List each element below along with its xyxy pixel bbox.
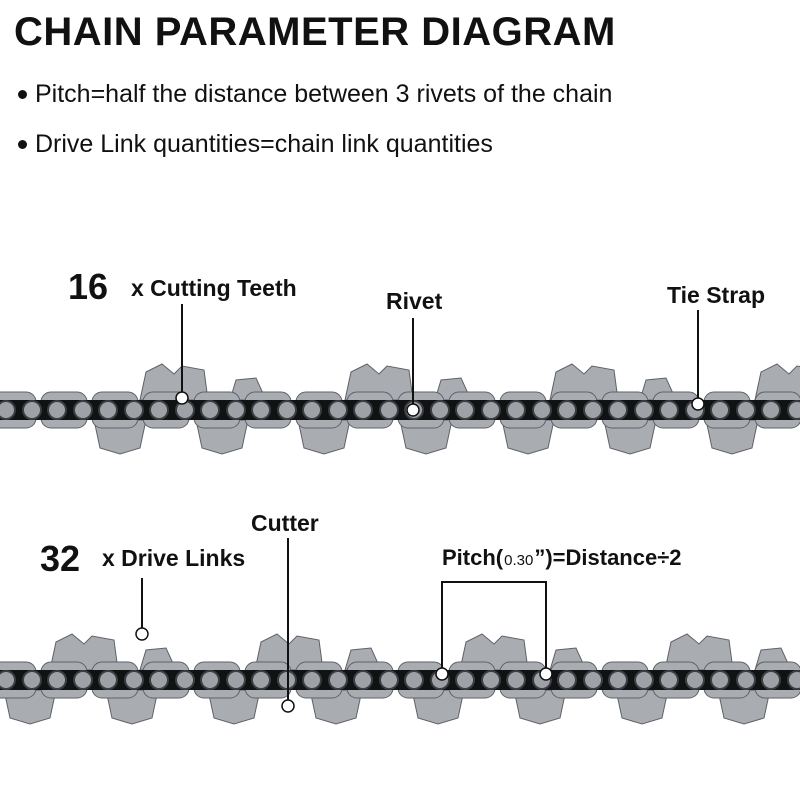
- rivet-head: [608, 670, 628, 690]
- bullet-text: Pitch=half the distance between 3 rivets…: [35, 80, 613, 108]
- cutting-teeth-label: x Cutting Teeth: [131, 275, 297, 301]
- cutter-tooth: [754, 363, 800, 401]
- chain-band: [0, 400, 800, 420]
- rivet-head: [634, 400, 654, 420]
- rivet-head: [430, 670, 450, 690]
- drive-links-count: 32: [40, 538, 81, 579]
- rivet-label: Rivet: [386, 288, 443, 314]
- rivet-head: [761, 400, 781, 420]
- rivet-head: [47, 400, 67, 420]
- rivet-head: [226, 400, 246, 420]
- rivet-head: [761, 670, 781, 690]
- cutting-teeth-count: 16: [68, 266, 109, 307]
- rivet-head: [583, 400, 603, 420]
- rivet-head: [22, 670, 42, 690]
- bullet-dot-icon: [18, 90, 27, 99]
- rivet-head: [583, 670, 603, 690]
- rivet-head: [175, 400, 195, 420]
- rivet-head: [481, 400, 501, 420]
- rivet-head: [353, 670, 373, 690]
- pitch-prefix: Pitch(: [442, 545, 504, 570]
- rivet-head: [506, 400, 526, 420]
- rivet-head: [557, 670, 577, 690]
- rivet-head: [787, 400, 800, 420]
- bullet-drive-link-definition: Drive Link quantities=chain link quantit…: [18, 130, 493, 159]
- bullet-pitch-definition: Pitch=half the distance between 3 rivets…: [18, 80, 612, 109]
- rivet-head: [22, 400, 42, 420]
- rivet-head: [328, 670, 348, 690]
- chain-image-top: [0, 363, 800, 455]
- rivet-head: [379, 670, 399, 690]
- rivet-head: [149, 400, 169, 420]
- rivet-head: [0, 400, 16, 420]
- rivet-head: [634, 670, 654, 690]
- rivet-head: [73, 670, 93, 690]
- rivet-head: [0, 670, 16, 690]
- rivet-head: [685, 400, 705, 420]
- bullet-text: Drive Link quantities=chain link quantit…: [35, 130, 493, 158]
- rivet-head: [430, 400, 450, 420]
- rivet-head: [277, 670, 297, 690]
- rivet-head: [404, 670, 424, 690]
- rivet-head: [200, 400, 220, 420]
- tie-strap-label: Tie Strap: [667, 282, 765, 308]
- rivet-head: [302, 670, 322, 690]
- rivet-head: [200, 670, 220, 690]
- rivet-head: [226, 670, 246, 690]
- rivet-head: [328, 400, 348, 420]
- rivet-head: [404, 400, 424, 420]
- rivet-head: [736, 670, 756, 690]
- rivet-head: [47, 670, 67, 690]
- rivet-head: [481, 670, 501, 690]
- rivet-head: [353, 400, 373, 420]
- rivet-head: [710, 400, 730, 420]
- rivet-head: [124, 400, 144, 420]
- rivet-head: [532, 400, 552, 420]
- rivet-head: [506, 670, 526, 690]
- pitch-value: 0.30: [504, 552, 534, 569]
- drive-links-label: x Drive Links: [102, 545, 246, 571]
- rivet-head: [608, 400, 628, 420]
- rivet-head: [532, 670, 552, 690]
- rivet-head: [787, 670, 800, 690]
- rivet-head: [124, 670, 144, 690]
- rivet-head: [302, 400, 322, 420]
- pitch-suffix: ”)=Distance÷2: [534, 545, 682, 570]
- rivet-head: [710, 670, 730, 690]
- rivet-head: [455, 400, 475, 420]
- rivet-head: [685, 670, 705, 690]
- cutter-label: Cutter: [251, 510, 319, 536]
- page-title: CHAIN PARAMETER DIAGRAM: [14, 10, 616, 54]
- rivet-head: [736, 400, 756, 420]
- rivet-head: [175, 670, 195, 690]
- bullet-dot-icon: [18, 140, 27, 149]
- rivet-head: [149, 670, 169, 690]
- chain-band: [0, 670, 800, 690]
- rivet-head: [251, 400, 271, 420]
- rivet-head: [98, 400, 118, 420]
- rivet-head: [455, 670, 475, 690]
- chain-group: [0, 363, 800, 455]
- rivet-head: [557, 400, 577, 420]
- rivet-head: [251, 670, 271, 690]
- rivet-head: [659, 400, 679, 420]
- rivet-head: [379, 400, 399, 420]
- rivet-head: [98, 670, 118, 690]
- rivet-head: [73, 400, 93, 420]
- chain-image-bottom: [0, 633, 800, 725]
- rivet-head: [277, 400, 297, 420]
- pitch-formula: Pitch( 0.30 ”)=Distance÷2: [442, 545, 682, 571]
- rivet-head: [659, 670, 679, 690]
- chain-group: [0, 633, 800, 725]
